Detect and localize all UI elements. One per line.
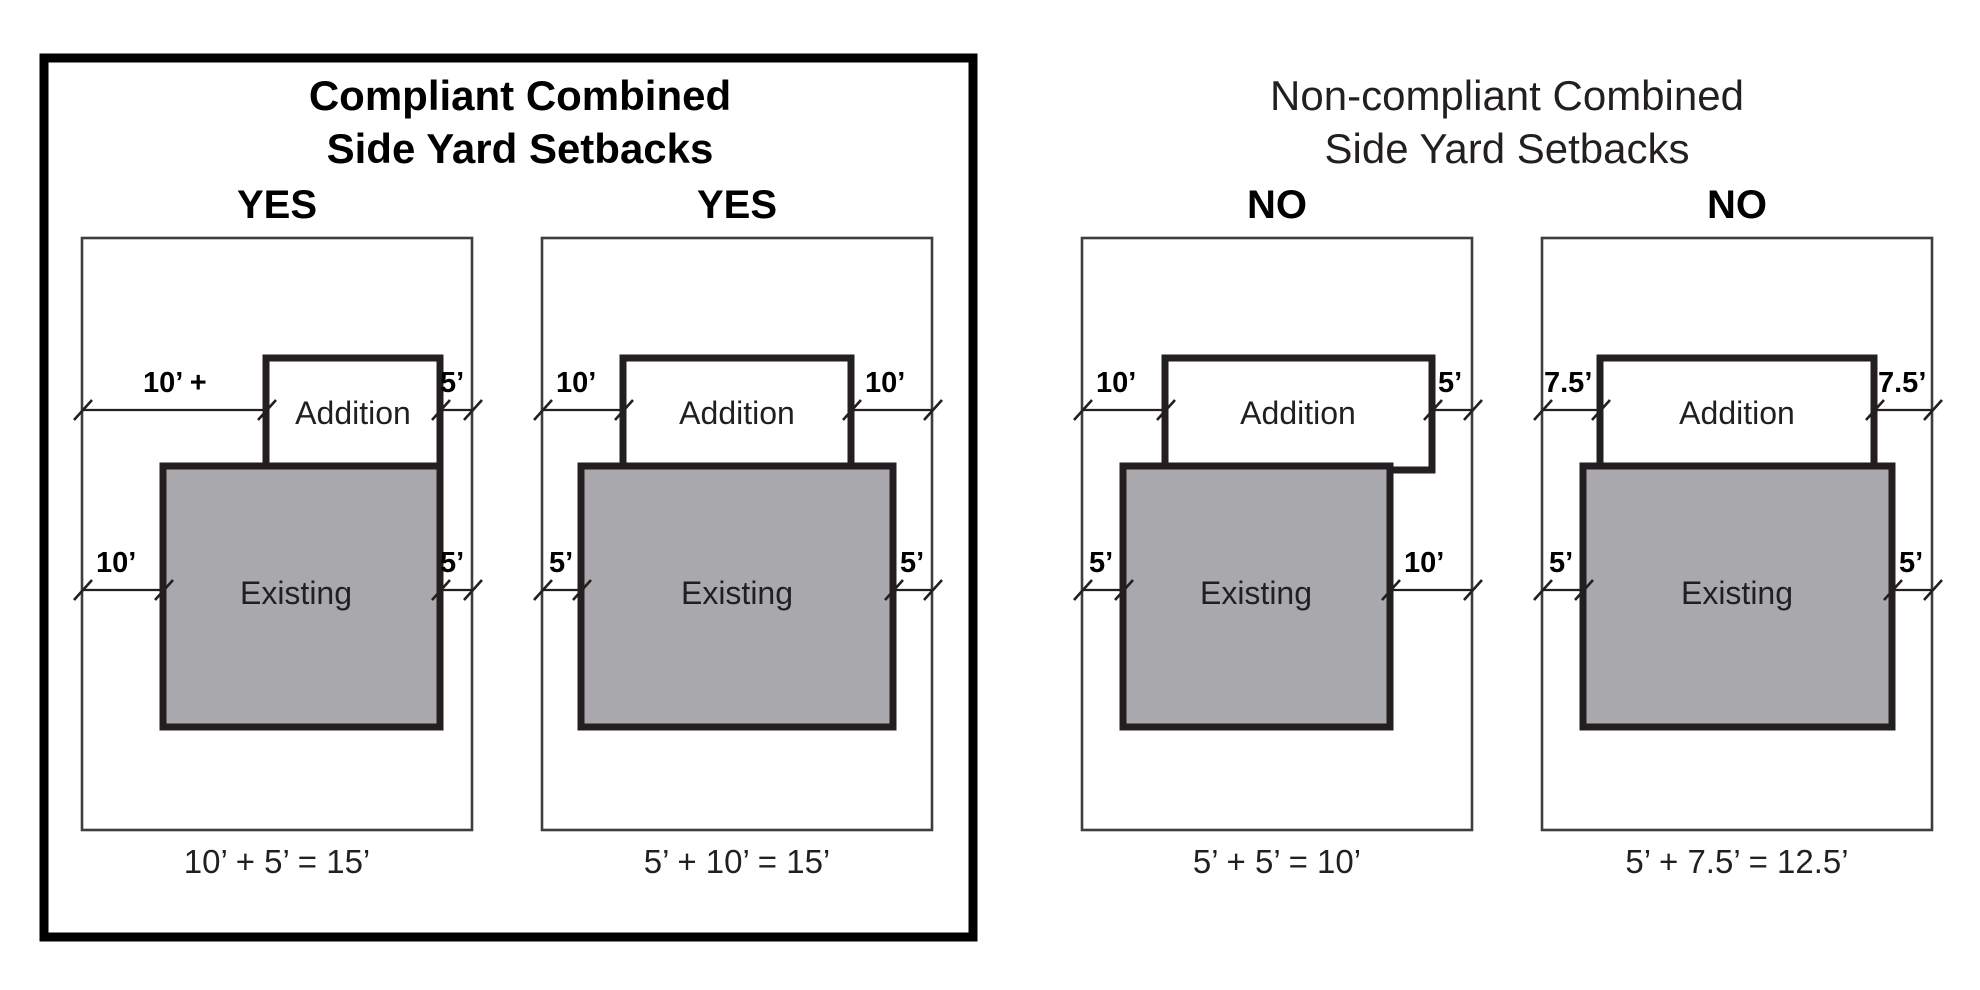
panel-2-existing-right-dim: 5’ [900,547,924,579]
panel-2-summary: 5’ + 10’ = 15’ [644,843,831,880]
tick-mark [1423,399,1443,421]
tick-mark [1156,399,1176,421]
panel-4: Addition Existing 7.5’ 7.5’ 5’ 5’ 5’ + 7… [1533,236,1943,880]
panel-2-existing-left-dim: 5’ [549,547,573,579]
tick-mark [1114,579,1134,601]
tick-mark [73,579,93,601]
panel-1-summary: 10’ + 5’ = 15’ [184,843,371,880]
panel-4-addition-footprint [1596,354,1878,474]
panel-1-addition-left-dim: 10’ + [143,367,207,399]
panel-4-existing-label: Existing [1681,575,1793,611]
panel-2-existing-label: Existing [681,575,793,611]
panel-3-existing-footprint [1119,462,1394,731]
panel-3-existing-label: Existing [1200,575,1312,611]
panel-1-existing-right-dim: 5’ [440,547,464,579]
tick-mark [431,399,451,421]
tick-mark [1533,579,1553,601]
tick-mark [842,399,862,421]
panel-3-addition-right-dim: 5’ [1438,367,1462,399]
tick-mark [154,579,174,601]
panel-2-addition-left-dim: 10’ [556,367,596,399]
panel-3-addition-footprint [1161,354,1436,474]
tick-mark [1923,579,1943,601]
panel-4-addition-left-dim: 7.5’ [1544,367,1592,399]
tick-mark [463,399,483,421]
panel-3-existing-left-dim: 5’ [1089,547,1113,579]
panel-1-verdict: YES [237,183,317,227]
panel-2-addition-right-dim: 10’ [865,367,905,399]
tick-mark [1463,399,1483,421]
panel-1-existing-left-dim: 10’ [96,547,136,579]
compliant-title-line2: Side Yard Setbacks [327,125,714,172]
tick-mark [1073,399,1093,421]
panel-2: Addition Existing 10’ 10’ 5’ 5’ 5’ + 10’… [533,236,943,880]
tick-mark [614,399,634,421]
tick-mark [1073,579,1093,601]
tick-mark [572,579,592,601]
tick-mark [1463,579,1483,601]
tick-mark [431,579,451,601]
panel-4-addition-label: Addition [1679,395,1795,431]
panel-2-addition-label: Addition [679,395,795,431]
panel-3-addition-left-dim: 10’ [1096,367,1136,399]
panel-1: Addition Existing 10’ + 5’ 10’ 5’ 10’ + … [73,236,483,880]
panel-4-existing-footprint [1579,462,1896,731]
panel-4-addition-right-dim: 7.5’ [1878,367,1926,399]
panel-3-summary: 5’ + 5’ = 10’ [1193,843,1361,880]
noncompliant-title-line1: Non-compliant Combined [1270,72,1744,119]
compliant-title-line1: Compliant Combined [309,72,731,119]
panel-2-verdict: YES [697,183,777,227]
tick-mark [923,399,943,421]
panel-1-existing-footprint [159,462,444,731]
tick-mark [1381,579,1401,601]
panel-2-existing-footprint [577,462,897,731]
tick-mark [257,399,277,421]
panel-4-existing-right-dim: 5’ [1899,547,1923,579]
tick-mark [463,579,483,601]
panel-4-existing-left-dim: 5’ [1549,547,1573,579]
tick-mark [533,399,553,421]
tick-mark [1591,399,1611,421]
tick-mark [1865,399,1885,421]
panel-1-addition-right-dim: 5’ [440,367,464,399]
panel-1-existing-label: Existing [240,575,352,611]
panel-3-addition-label: Addition [1240,395,1356,431]
tick-mark [1883,579,1903,601]
tick-mark [1533,399,1553,421]
panel-4-verdict: NO [1707,183,1767,227]
panel-1-addition-label: Addition [295,395,411,431]
tick-mark [923,579,943,601]
tick-mark [1574,579,1594,601]
tick-mark [1923,399,1943,421]
tick-mark [884,579,904,601]
compliant-group-border [39,53,978,942]
panel-3-verdict: NO [1247,183,1307,227]
panel-3: Addition Existing 10’ 5’ 5’ 10’ 5’ + 5’ … [1073,236,1483,880]
noncompliant-title-line2: Side Yard Setbacks [1325,125,1690,172]
panel-3-existing-right-dim: 10’ [1404,547,1444,579]
tick-mark [533,579,553,601]
tick-mark [73,399,93,421]
panel-4-summary: 5’ + 7.5’ = 12.5’ [1625,843,1848,880]
